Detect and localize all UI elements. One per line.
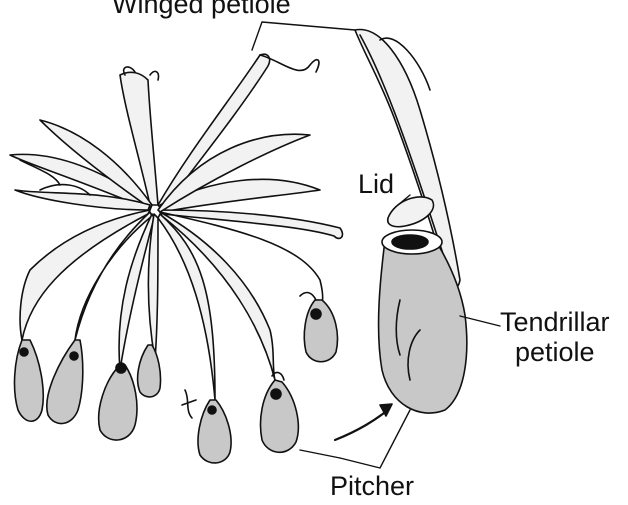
label-tendrillar-petiole: Tendrillar petiole — [500, 308, 610, 367]
leaf-rosette — [10, 54, 342, 400]
detail-pitcher — [355, 30, 467, 414]
small-pitchers — [15, 293, 338, 463]
flower-spike — [182, 390, 196, 418]
label-tendrillar-line2: petiole — [500, 338, 610, 368]
label-winged-petiole: Winged petiole — [112, 0, 291, 20]
label-lid: Lid — [358, 170, 394, 200]
arrow-shaft — [335, 410, 388, 440]
label-pitcher: Pitcher — [330, 472, 414, 502]
label-tendrillar-line1: Tendrillar — [500, 308, 610, 338]
